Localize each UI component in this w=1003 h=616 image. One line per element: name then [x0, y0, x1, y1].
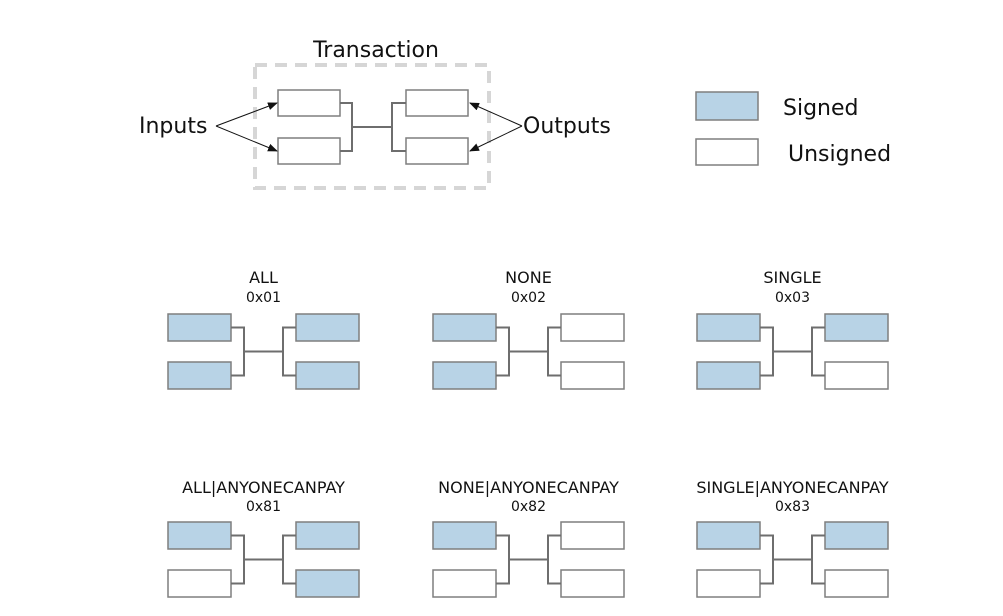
- sighash-panel: NONE|ANYONECANPAY 0x82: [432, 478, 625, 598]
- sighash-code: 0x81: [246, 499, 281, 515]
- output-box-unsigned: [560, 313, 625, 342]
- legend-signed-swatch: [695, 91, 759, 121]
- outputs-arrow: [469, 125, 523, 152]
- output-box-signed: [295, 313, 360, 342]
- sighash-name: NONE: [505, 268, 552, 287]
- legend: Signed Unsigned: [695, 91, 891, 167]
- input-box-signed: [432, 313, 497, 342]
- sighash-code: 0x83: [775, 499, 810, 515]
- output-box-unsigned: [824, 569, 889, 598]
- input-box-signed: [432, 521, 497, 550]
- input-box-signed: [432, 361, 497, 390]
- panel-connector: [496, 326, 561, 377]
- legend-unsigned-label: Unsigned: [788, 142, 891, 167]
- inputs-arrow: [215, 125, 278, 152]
- transaction-connector: [340, 102, 406, 152]
- sighash-panel: ALL 0x01: [167, 268, 360, 390]
- sighash-panel: SINGLE|ANYONECANPAY 0x83: [696, 478, 889, 598]
- inputs-arrow: [215, 102, 278, 127]
- sighash-name: NONE|ANYONECANPAY: [438, 478, 619, 497]
- sighash-name: SINGLE: [763, 268, 821, 287]
- sighash-name: SINGLE|ANYONECANPAY: [696, 478, 889, 497]
- output-box-unsigned: [560, 361, 625, 390]
- outputs-label: Outputs: [523, 114, 611, 139]
- sighash-panel: ALL|ANYONECANPAY 0x81: [167, 478, 360, 598]
- transaction-output-box: [405, 89, 469, 117]
- input-box-signed: [696, 361, 761, 390]
- panel-connector: [231, 534, 296, 585]
- output-box-signed: [295, 361, 360, 390]
- input-box-unsigned: [696, 569, 761, 598]
- sighash-panels: ALL 0x01 NONE 0x02 SINGLE 0x03ALL|ANYONECANPA…: [167, 268, 889, 598]
- transaction-output-box: [405, 137, 469, 165]
- panel-connector: [760, 534, 825, 585]
- output-box-unsigned: [560, 521, 625, 550]
- output-box-signed: [824, 521, 889, 550]
- input-box-unsigned: [167, 569, 232, 598]
- panel-connector: [231, 326, 296, 377]
- output-box-signed: [824, 313, 889, 342]
- sighash-code: 0x82: [511, 499, 546, 515]
- input-box-signed: [167, 361, 232, 390]
- outputs-arrow: [469, 102, 523, 127]
- transaction-title: Transaction: [312, 38, 439, 63]
- sighash-name: ALL: [249, 268, 278, 287]
- output-box-signed: [295, 569, 360, 598]
- output-box-unsigned: [560, 569, 625, 598]
- transaction-illustration: Transaction Inputs Outputs: [139, 38, 611, 190]
- legend-unsigned-swatch: [695, 138, 759, 166]
- inputs-label: Inputs: [139, 114, 207, 139]
- sighash-panel: SINGLE 0x03: [696, 268, 889, 390]
- sighash-panel: NONE 0x02: [432, 268, 625, 390]
- transaction-input-box: [277, 89, 341, 117]
- input-box-signed: [167, 313, 232, 342]
- input-box-signed: [696, 313, 761, 342]
- sighash-code: 0x01: [246, 290, 281, 306]
- sighash-code: 0x02: [511, 290, 546, 306]
- sighash-name: ALL|ANYONECANPAY: [182, 478, 345, 497]
- transaction-input-box: [277, 137, 341, 165]
- sighash-code: 0x03: [775, 290, 810, 306]
- input-box-unsigned: [432, 569, 497, 598]
- panel-connector: [760, 326, 825, 377]
- panel-connector: [496, 534, 561, 585]
- output-box-unsigned: [824, 361, 889, 390]
- input-box-signed: [167, 521, 232, 550]
- legend-signed-label: Signed: [783, 96, 859, 121]
- output-box-signed: [295, 521, 360, 550]
- input-box-signed: [696, 521, 761, 550]
